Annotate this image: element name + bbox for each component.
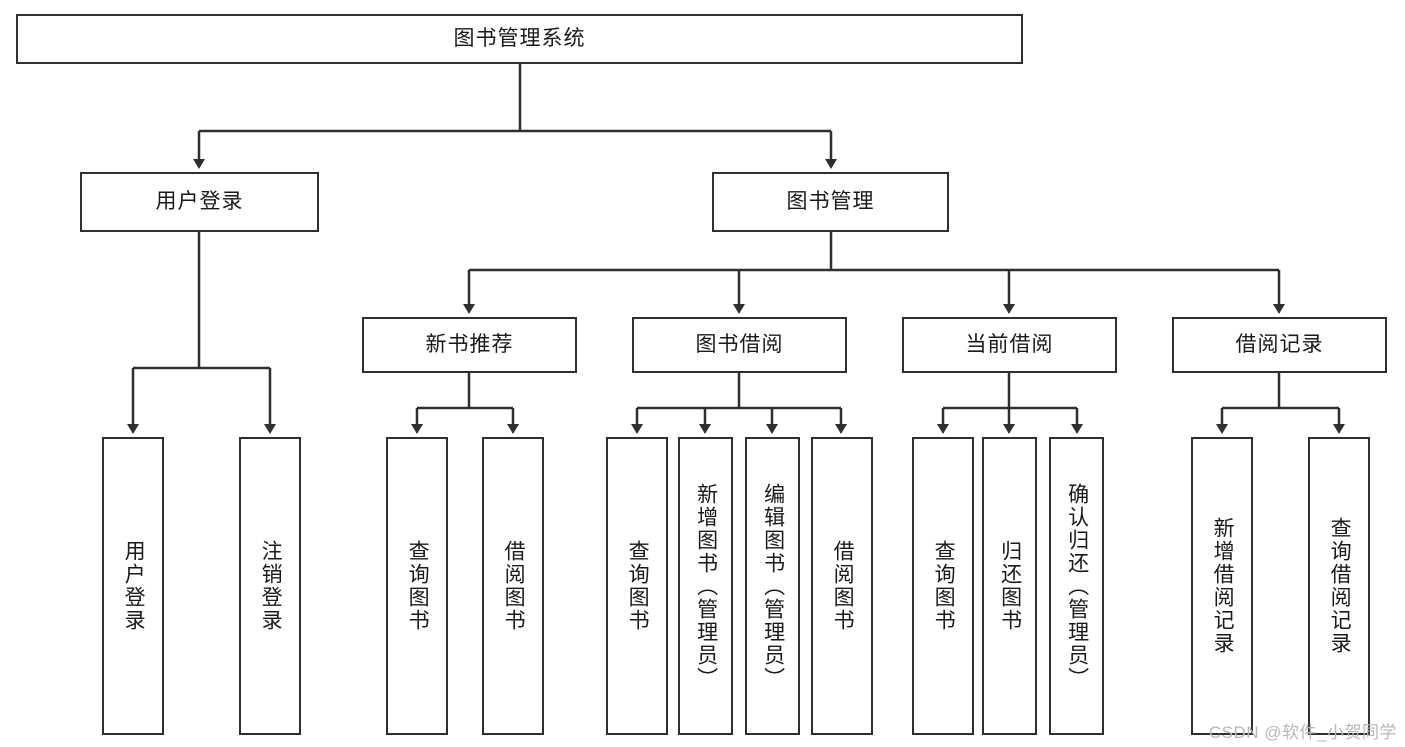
node-new-book-recommend-label: 新书推荐 xyxy=(425,333,514,357)
node-book-manage-label: 图书管理 xyxy=(786,190,875,214)
node-leaf-confirm-return-label: 确认归还（管理员） xyxy=(1065,482,1089,690)
node-leaf-query-book-1-label: 查询图书 xyxy=(406,540,430,632)
node-new-book-recommend[interactable]: 新书推荐 xyxy=(362,317,577,373)
node-leaf-query-record-label: 查询借阅记录 xyxy=(1328,517,1352,655)
node-leaf-borrow-book-1-label: 借阅图书 xyxy=(502,540,526,632)
node-root[interactable]: 图书管理系统 xyxy=(16,14,1023,64)
node-leaf-user-logout[interactable]: 注销登录 xyxy=(239,437,301,735)
node-user-login[interactable]: 用户登录 xyxy=(80,172,319,232)
node-borrow-record-label: 借阅记录 xyxy=(1235,333,1324,357)
node-current-borrow[interactable]: 当前借阅 xyxy=(902,317,1117,373)
node-user-login-label: 用户登录 xyxy=(155,190,244,214)
node-leaf-edit-book-label: 编辑图书（管理员） xyxy=(761,482,785,690)
csdn-watermark: CSDN @软件_小贺同学 xyxy=(1208,723,1397,742)
node-leaf-query-book-3-label: 查询图书 xyxy=(932,540,956,632)
node-leaf-query-book-3[interactable]: 查询图书 xyxy=(912,437,974,735)
node-leaf-query-record[interactable]: 查询借阅记录 xyxy=(1308,437,1370,735)
node-leaf-add-book[interactable]: 新增图书（管理员） xyxy=(678,437,733,735)
node-leaf-borrow-book-1[interactable]: 借阅图书 xyxy=(482,437,544,735)
node-leaf-confirm-return[interactable]: 确认归还（管理员） xyxy=(1049,437,1104,735)
node-leaf-add-book-label: 新增图书（管理员） xyxy=(694,482,718,690)
node-book-borrow[interactable]: 图书借阅 xyxy=(632,317,847,373)
node-leaf-user-login[interactable]: 用户登录 xyxy=(102,437,164,735)
node-book-borrow-label: 图书借阅 xyxy=(695,333,784,357)
node-borrow-record[interactable]: 借阅记录 xyxy=(1172,317,1387,373)
node-leaf-query-book-2-label: 查询图书 xyxy=(626,540,650,632)
node-leaf-return-book[interactable]: 归还图书 xyxy=(982,437,1037,735)
node-leaf-query-book-1[interactable]: 查询图书 xyxy=(386,437,448,735)
node-leaf-user-logout-label: 注销登录 xyxy=(259,540,283,632)
node-leaf-edit-book[interactable]: 编辑图书（管理员） xyxy=(745,437,800,735)
node-root-label: 图书管理系统 xyxy=(453,27,586,51)
node-leaf-borrow-book-2-label: 借阅图书 xyxy=(831,540,855,632)
node-leaf-add-record-label: 新增借阅记录 xyxy=(1211,517,1235,655)
node-leaf-query-book-2[interactable]: 查询图书 xyxy=(606,437,668,735)
node-leaf-borrow-book-2[interactable]: 借阅图书 xyxy=(811,437,873,735)
node-leaf-return-book-label: 归还图书 xyxy=(998,540,1022,632)
node-leaf-add-record[interactable]: 新增借阅记录 xyxy=(1191,437,1253,735)
node-leaf-user-login-label: 用户登录 xyxy=(122,540,146,632)
node-current-borrow-label: 当前借阅 xyxy=(965,333,1054,357)
node-book-manage[interactable]: 图书管理 xyxy=(712,172,949,232)
